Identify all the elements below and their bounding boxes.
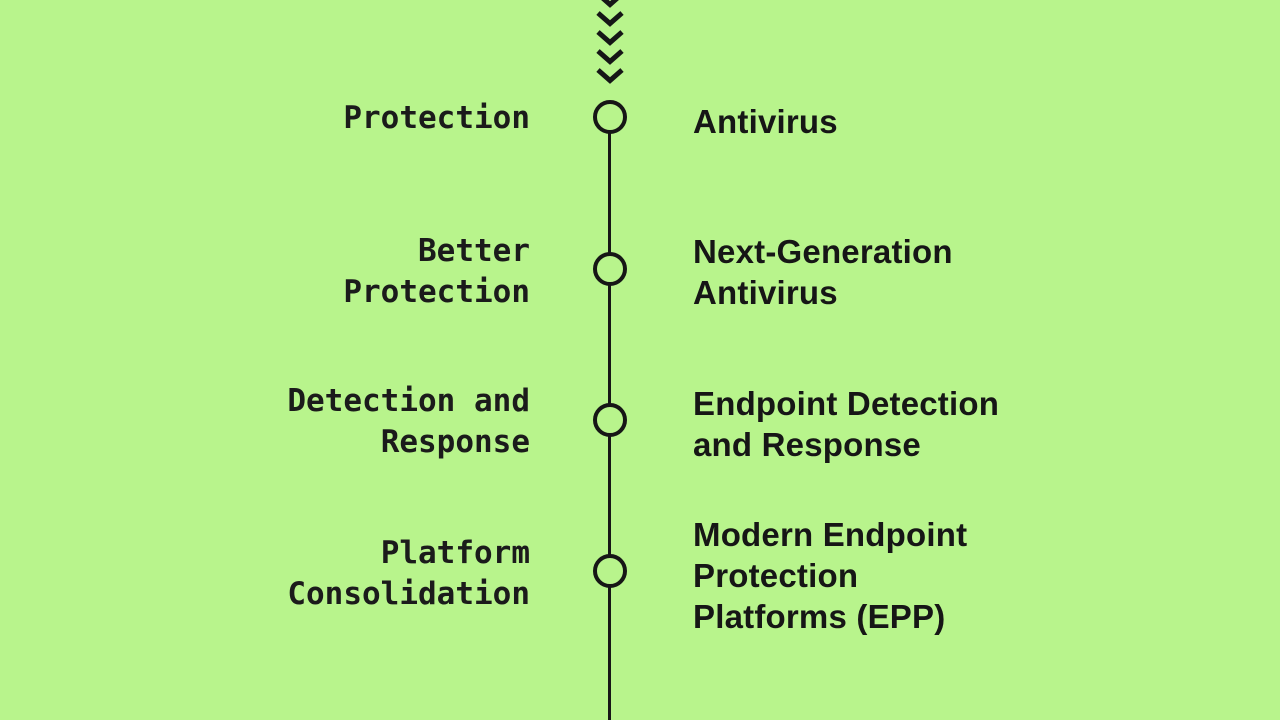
chevron-down-icon bbox=[596, 11, 624, 27]
technology-label: Endpoint Detection and Response bbox=[693, 385, 1000, 463]
timeline-node bbox=[593, 403, 627, 437]
technology-label: Antivirus bbox=[693, 103, 838, 140]
era-label: Platform Consolidation bbox=[287, 535, 530, 612]
chevron-down-icon bbox=[601, 0, 619, 8]
era-label: Detection and Response bbox=[287, 383, 530, 460]
era-label: Better Protection bbox=[343, 233, 530, 310]
chevron-column bbox=[595, 0, 625, 84]
timeline-node bbox=[593, 252, 627, 286]
timeline-node bbox=[593, 100, 627, 134]
timeline-node bbox=[593, 554, 627, 588]
chevron-down-icon bbox=[596, 49, 624, 65]
technology-label: Modern Endpoint Protection Platforms (EP… bbox=[693, 516, 968, 635]
chevron-down-icon bbox=[596, 68, 624, 84]
chevron-down-icon bbox=[596, 30, 624, 46]
era-label: Protection bbox=[343, 100, 530, 136]
technology-label: Next-Generation Antivirus bbox=[693, 233, 953, 311]
